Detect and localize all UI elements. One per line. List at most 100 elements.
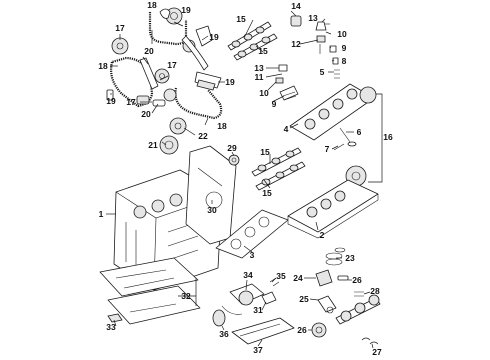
callout-1: 1 (99, 209, 104, 219)
rotating-assembly-group (311, 247, 381, 345)
callout-9b: 9 (272, 99, 277, 109)
cam-phaser-mid (194, 71, 222, 91)
callout-10b: 10 (259, 88, 269, 98)
callout-numbers: 18 19 17 20 19 18 19 17 19 17 20 18 22 2… (98, 0, 393, 357)
oil-pan-gasket-33 (107, 313, 123, 323)
callout-9a: 9 (342, 43, 347, 53)
callout-14: 14 (291, 1, 301, 11)
rod-bearing-26 (311, 322, 327, 338)
camshaft-upper-2 (233, 33, 278, 61)
valve-parts-lower (275, 64, 299, 101)
callout-19c: 19 (106, 96, 116, 106)
callout-37: 37 (253, 345, 263, 355)
wrist-pin-26 (337, 275, 349, 281)
front-seal-29 (228, 154, 240, 166)
callout-20b: 20 (141, 109, 151, 119)
callout-16: 16 (383, 132, 393, 142)
callout-2: 2 (320, 230, 325, 240)
timing-cover-30 (185, 145, 237, 245)
callout-15d: 15 (262, 188, 272, 198)
callout-6: 6 (357, 127, 362, 137)
cam-sprocket-22 (169, 117, 187, 135)
callout-15b: 15 (258, 46, 268, 56)
leader-lines (106, 10, 383, 349)
callout-4: 4 (284, 124, 289, 134)
callout-32: 32 (181, 291, 191, 301)
callout-36: 36 (219, 329, 229, 339)
callout-5: 5 (320, 67, 325, 77)
callout-31: 31 (253, 305, 263, 315)
callout-13a: 13 (308, 13, 318, 23)
callout-12: 12 (291, 39, 301, 49)
idler-sprocket-lower (163, 88, 177, 102)
callout-30: 30 (207, 205, 217, 215)
crank-sprocket-17 (136, 95, 150, 105)
callout-15a: 15 (236, 14, 246, 24)
chain-tensioner-left (106, 89, 114, 101)
callout-17c: 17 (126, 97, 136, 107)
callout-28: 28 (370, 286, 380, 296)
callout-11: 11 (255, 72, 264, 82)
camshaft-upper-1 (227, 21, 272, 51)
bearings-28 (354, 291, 364, 297)
callout-10a: 10 (337, 29, 347, 39)
callout-3: 3 (250, 250, 255, 260)
baffle-31 (261, 291, 277, 305)
oil-pan-37 (231, 317, 295, 345)
callout-26b: 26 (297, 325, 307, 335)
oil-pan-upper (99, 257, 199, 297)
callout-19b: 19 (209, 32, 219, 42)
callout-17b: 17 (167, 60, 177, 70)
callout-24: 24 (293, 273, 303, 283)
cam-sprocket-17-mid (154, 68, 170, 84)
piston-24 (315, 269, 333, 287)
callout-13b: 13 (254, 63, 264, 73)
callout-18a: 18 (147, 0, 157, 10)
callout-19d: 19 (225, 77, 235, 87)
chain-guide-right (181, 25, 213, 71)
valve-bucket-14 (290, 15, 302, 27)
cam-phaser-upper (159, 7, 183, 25)
callout-23: 23 (345, 253, 355, 263)
valve-6 (339, 127, 357, 147)
oil-pan-group (99, 257, 201, 325)
callout-33: 33 (106, 322, 116, 332)
bearing-shells-27 (361, 337, 379, 345)
callout-26: 26 (352, 275, 362, 285)
piston-rings-23 (325, 247, 346, 266)
callout-18b: 18 (98, 61, 108, 71)
oil-pan-lower (107, 285, 201, 325)
oil-pump-34 (229, 283, 265, 306)
callout-27: 27 (372, 347, 382, 357)
callout-34: 34 (243, 270, 253, 280)
oil-filter-36 (212, 309, 226, 327)
timing-parts-group (106, 7, 223, 155)
timing-chain-lower (174, 87, 223, 120)
cam-sprocket-upper (111, 37, 129, 55)
valve-7 (333, 143, 345, 151)
chain-guide-20-lower (152, 99, 166, 107)
oil-pump-group (212, 277, 295, 345)
pickup-tube (221, 305, 243, 315)
callout-29: 29 (227, 143, 237, 153)
valve-lifter-stack (315, 21, 339, 65)
callout-15c: 15 (260, 147, 270, 157)
callout-17a: 17 (115, 23, 125, 33)
callout-19a: 19 (181, 5, 191, 15)
callout-7: 7 (325, 144, 330, 154)
valve-spring-5 (334, 69, 340, 79)
cylinder-head-lower-2 (287, 179, 379, 239)
valvetrain-group (227, 15, 377, 187)
cam-phaser-21 (159, 135, 179, 155)
callout-18c: 18 (217, 121, 227, 131)
callout-21: 21 (148, 140, 158, 150)
callout-22: 22 (198, 131, 208, 141)
callout-20a: 20 (144, 46, 154, 56)
callout-8: 8 (342, 56, 347, 66)
callout-25: 25 (299, 294, 309, 304)
callout-35: 35 (276, 271, 286, 281)
camshaft-lower-1 (251, 147, 302, 177)
connecting-rod-25 (317, 295, 337, 314)
crankshaft-27 (335, 294, 381, 325)
